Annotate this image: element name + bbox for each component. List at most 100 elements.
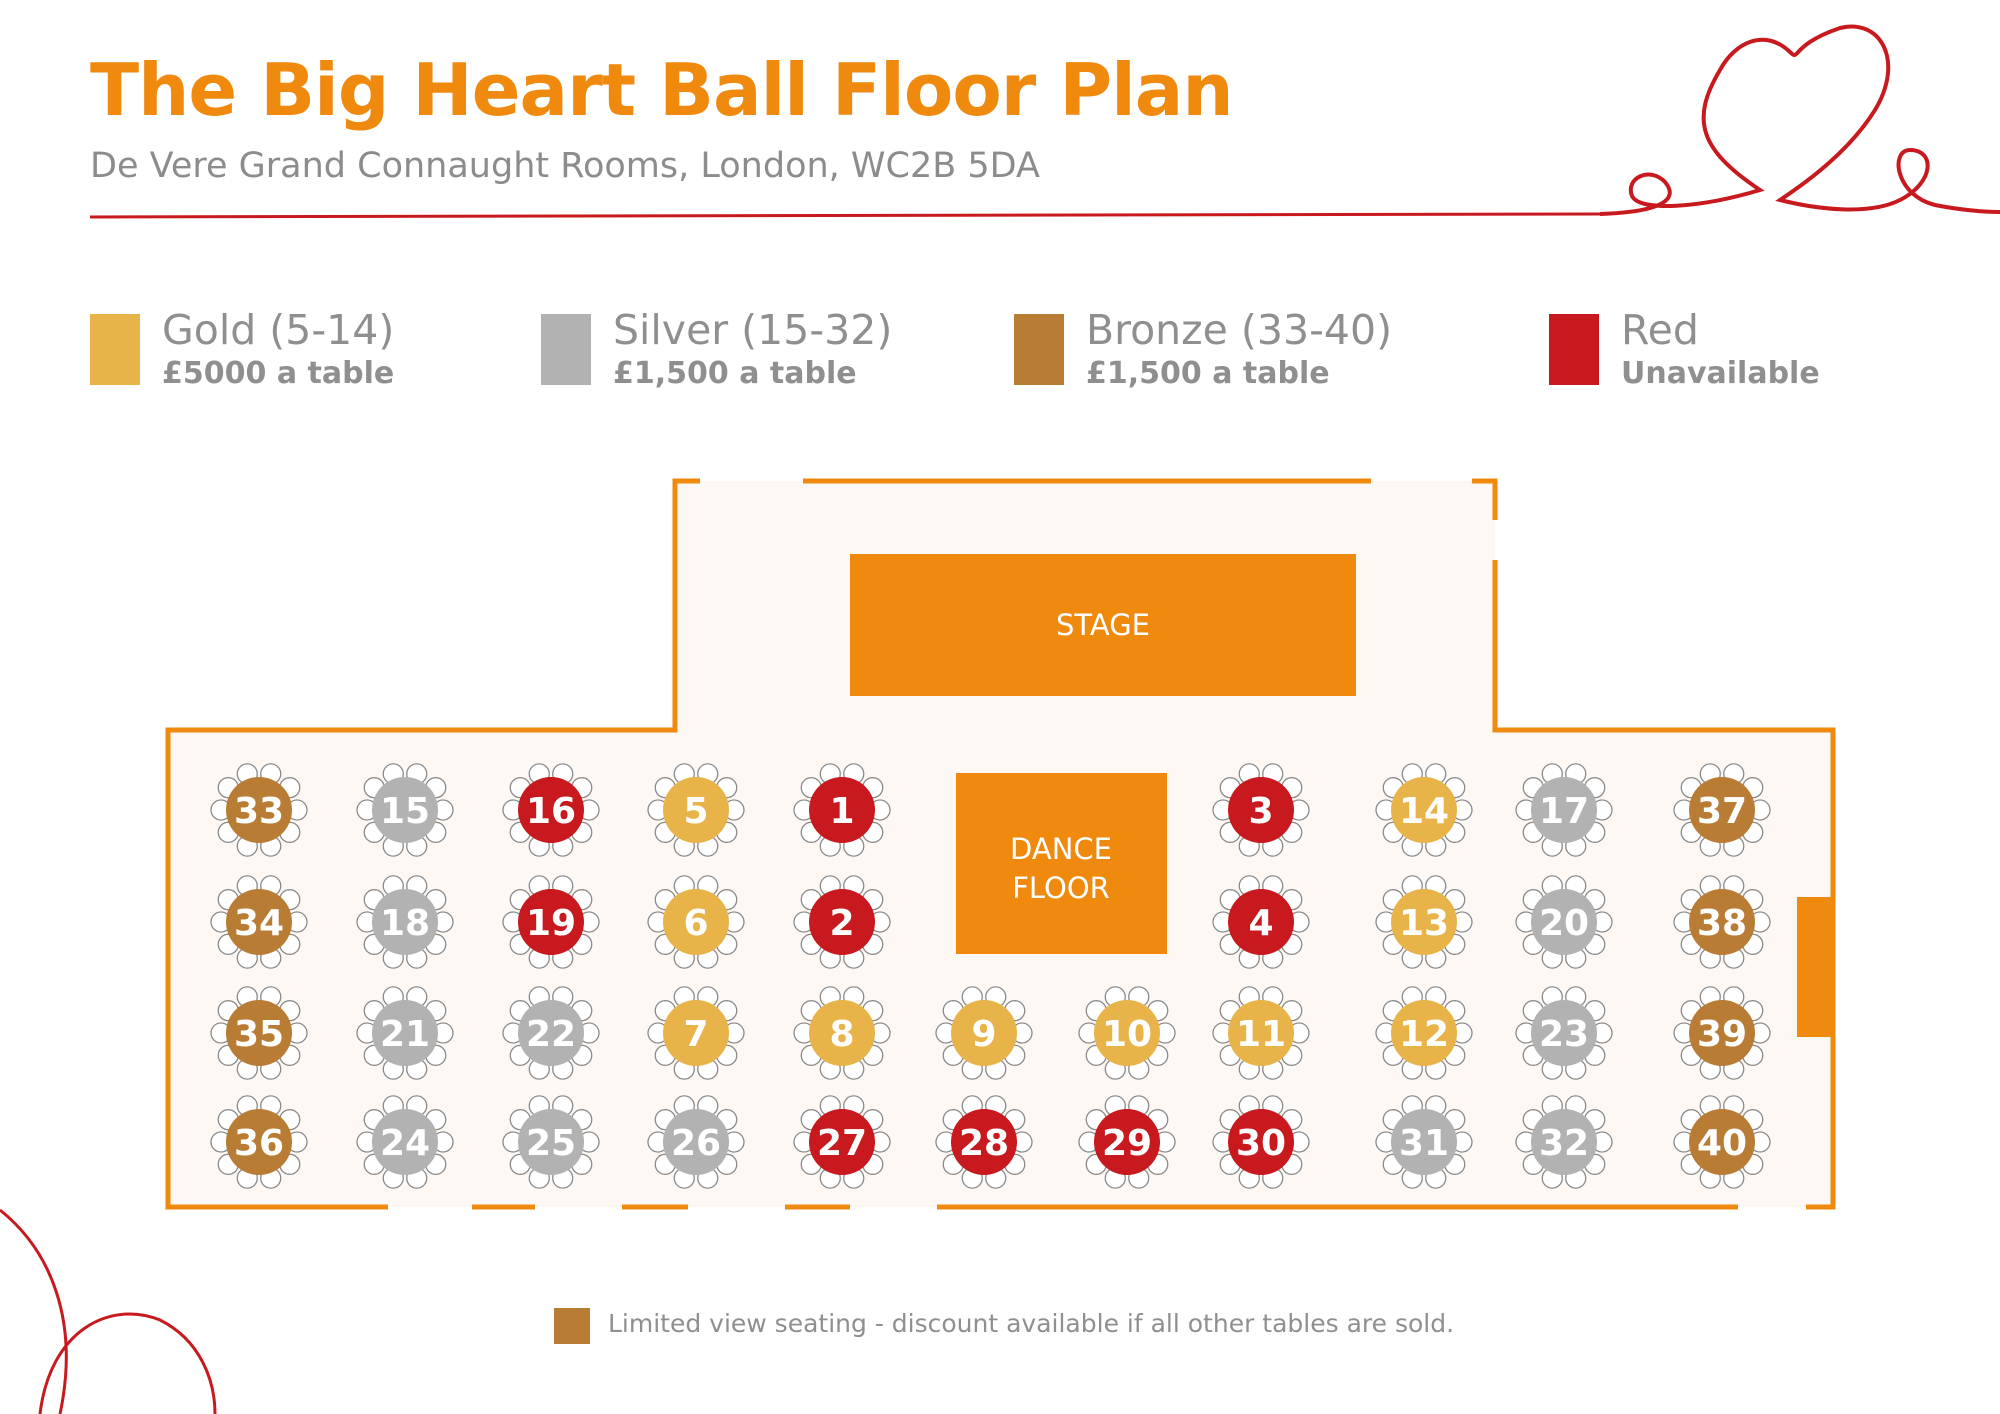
table-disc xyxy=(518,777,584,843)
table-31: 31 xyxy=(1375,1095,1473,1189)
legend-name: Silver (15-32) xyxy=(613,306,893,354)
stage-label: STAGE xyxy=(1056,608,1150,642)
table-number: 9 xyxy=(971,1014,996,1055)
table-disc xyxy=(372,889,438,955)
table-disc xyxy=(1094,1000,1160,1066)
table-disc xyxy=(1689,1109,1755,1175)
heart-ribbon-icon xyxy=(1599,24,2000,216)
corner-swirl-icon xyxy=(38,1312,217,1414)
table-disc xyxy=(663,1000,729,1066)
table-40: 40 xyxy=(1673,1095,1771,1189)
table-number: 38 xyxy=(1697,903,1747,944)
table-32: 32 xyxy=(1515,1095,1613,1189)
table-15: 15 xyxy=(356,763,454,857)
table-number: 32 xyxy=(1539,1123,1589,1164)
legend-price: £1,500 a table xyxy=(613,356,857,391)
table-number: 23 xyxy=(1539,1014,1589,1055)
table-7: 7 xyxy=(647,986,745,1080)
table-disc xyxy=(226,889,292,955)
legend-swatch xyxy=(541,314,591,385)
table-5: 5 xyxy=(647,763,745,857)
legend-name: Bronze (33-40) xyxy=(1086,306,1393,354)
table-number: 19 xyxy=(526,903,576,944)
table-29: 29 xyxy=(1078,1095,1176,1189)
header-underline xyxy=(89,212,1601,219)
table-disc xyxy=(1531,1000,1597,1066)
table-13: 13 xyxy=(1375,875,1473,969)
table-number: 3 xyxy=(1248,791,1273,832)
table-number: 11 xyxy=(1236,1014,1286,1055)
table-number: 2 xyxy=(829,903,854,944)
table-disc xyxy=(1391,1000,1457,1066)
table-2: 2 xyxy=(793,875,891,969)
room-walls xyxy=(165,478,1836,1210)
legend-swatch xyxy=(1549,314,1599,385)
table-disc xyxy=(226,777,292,843)
table-number: 16 xyxy=(526,791,576,832)
table-number: 18 xyxy=(380,903,430,944)
table-disc xyxy=(1391,889,1457,955)
table-number: 39 xyxy=(1697,1014,1747,1055)
side-door xyxy=(1797,897,1833,1037)
table-4: 4 xyxy=(1212,875,1310,969)
dance-floor xyxy=(956,773,1167,954)
table-3: 3 xyxy=(1212,763,1310,857)
table-number: 10 xyxy=(1102,1014,1152,1055)
table-disc xyxy=(1531,1109,1597,1175)
table-26: 26 xyxy=(647,1095,745,1189)
table-number: 37 xyxy=(1697,791,1747,832)
table-10: 10 xyxy=(1078,986,1176,1080)
table-number: 15 xyxy=(380,791,430,832)
table-number: 5 xyxy=(683,791,708,832)
table-disc xyxy=(809,889,875,955)
table-disc xyxy=(663,777,729,843)
table-35: 35 xyxy=(210,986,308,1080)
corner-swirl-icon xyxy=(0,1208,68,1414)
table-38: 38 xyxy=(1673,875,1771,969)
table-number: 14 xyxy=(1399,791,1449,832)
table-17: 17 xyxy=(1515,763,1613,857)
table-14: 14 xyxy=(1375,763,1473,857)
dance-floor-label: FLOOR xyxy=(1012,871,1110,905)
table-number: 28 xyxy=(959,1123,1009,1164)
table-disc xyxy=(1228,1109,1294,1175)
table-number: 1 xyxy=(829,791,854,832)
table-12: 12 xyxy=(1375,986,1473,1080)
table-disc xyxy=(226,1000,292,1066)
legend-swatch xyxy=(90,314,140,385)
table-number: 24 xyxy=(380,1123,430,1164)
table-disc xyxy=(1094,1109,1160,1175)
venue-address: De Vere Grand Connaught Rooms, London, W… xyxy=(90,146,1040,186)
table-28: 28 xyxy=(935,1095,1033,1189)
legend-swatch xyxy=(1014,314,1064,385)
table-number: 27 xyxy=(817,1123,867,1164)
table-number: 13 xyxy=(1399,903,1449,944)
table-disc xyxy=(1689,1000,1755,1066)
table-number: 26 xyxy=(671,1123,721,1164)
table-number: 34 xyxy=(234,903,284,944)
dance-floor-label: DANCE xyxy=(1010,832,1112,866)
legend-price: £5000 a table xyxy=(162,356,395,391)
legend-name: Red xyxy=(1621,306,1699,354)
table-disc xyxy=(1531,889,1597,955)
legend-name: Gold (5-14) xyxy=(162,306,395,354)
table-disc xyxy=(809,1000,875,1066)
table-9: 9 xyxy=(935,986,1033,1080)
table-disc xyxy=(372,1000,438,1066)
table-23: 23 xyxy=(1515,986,1613,1080)
table-number: 30 xyxy=(1236,1123,1286,1164)
table-disc xyxy=(663,889,729,955)
table-number: 21 xyxy=(380,1014,430,1055)
table-disc xyxy=(809,777,875,843)
table-34: 34 xyxy=(210,875,308,969)
table-37: 37 xyxy=(1673,763,1771,857)
table-number: 31 xyxy=(1399,1123,1449,1164)
stage xyxy=(850,554,1356,696)
table-number: 17 xyxy=(1539,791,1589,832)
table-33: 33 xyxy=(210,763,308,857)
table-number: 35 xyxy=(234,1014,284,1055)
table-19: 19 xyxy=(502,875,600,969)
table-21: 21 xyxy=(356,986,454,1080)
table-disc xyxy=(372,1109,438,1175)
table-16: 16 xyxy=(502,763,600,857)
